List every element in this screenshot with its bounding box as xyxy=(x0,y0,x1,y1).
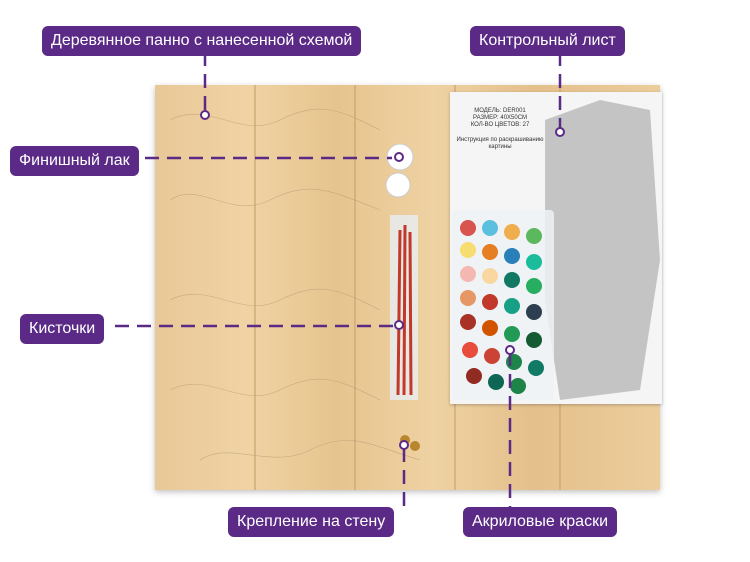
paint-pot-icon xyxy=(526,278,542,294)
leader-lines xyxy=(115,52,562,510)
label-control-sheet: Контрольный лист xyxy=(470,26,625,56)
brush-icon xyxy=(408,231,413,396)
control-sheet-drawing xyxy=(545,100,660,400)
label-mount: Крепление на стену xyxy=(228,507,395,537)
paint-pot-icon xyxy=(526,254,542,270)
paint-pot-icon xyxy=(484,348,500,364)
paint-pot-icon xyxy=(526,228,542,244)
label-brushes: Кисточки xyxy=(20,314,105,344)
paint-pot-icon xyxy=(460,314,476,330)
paint-pot-icon xyxy=(526,332,542,348)
paint-pot-icon xyxy=(482,220,498,236)
paint-pot-icon xyxy=(506,354,522,370)
brush-icon xyxy=(396,229,402,396)
sheet-instruction-title: Инструкция по раскрашиванию картины xyxy=(456,137,544,150)
paint-pot-icon xyxy=(504,326,520,342)
label-panel: Деревянное панно с нанесенной схемой xyxy=(42,26,362,56)
sketch-lines xyxy=(169,108,421,461)
paint-pot-icon xyxy=(462,342,478,358)
sheet-model: МОДЕЛЬ: DER001 xyxy=(474,108,526,114)
marker-dot-panel xyxy=(200,110,210,120)
paint-pot-icon xyxy=(504,224,520,240)
paint-pot-icon xyxy=(488,374,504,390)
marker-dot-control-sheet xyxy=(555,127,565,137)
paint-pot-icon xyxy=(504,272,520,288)
sheet-colors: КОЛ-ВО ЦВЕТОВ: 27 xyxy=(470,122,530,128)
mount-hook-icon xyxy=(410,441,420,451)
paint-pot-icon xyxy=(528,360,544,376)
paint-pot-icon xyxy=(526,304,542,320)
sheet-size: РАЗМЕР: 40Х50СМ xyxy=(473,115,527,121)
paint-pots xyxy=(460,220,544,394)
paint-pot-icon xyxy=(460,220,476,236)
paint-pot-icon xyxy=(482,268,498,284)
marker-dot-paints xyxy=(505,345,515,355)
paint-pot-icon xyxy=(510,378,526,394)
marker-dot-mount xyxy=(399,440,409,450)
label-paints: Акриловые краски xyxy=(463,507,617,537)
paint-pot-icon xyxy=(504,248,520,264)
paint-pot-icon xyxy=(460,266,476,282)
paint-pot-icon xyxy=(482,320,498,336)
paint-pot-icon xyxy=(504,298,520,314)
marker-dot-brushes xyxy=(394,320,404,330)
label-varnish: Финишный лак xyxy=(10,146,139,176)
paint-pot-icon xyxy=(460,242,476,258)
varnish-jar-icon xyxy=(385,172,411,198)
control-sheet-text: МОДЕЛЬ: DER001 РАЗМЕР: 40Х50СМ КОЛ-ВО ЦВ… xyxy=(455,108,545,151)
paint-pot-icon xyxy=(482,244,498,260)
brush-icon xyxy=(402,224,407,396)
paint-pot-icon xyxy=(460,290,476,306)
paint-pot-icon xyxy=(482,294,498,310)
marker-dot-varnish xyxy=(394,152,404,162)
paint-pot-icon xyxy=(466,368,482,384)
